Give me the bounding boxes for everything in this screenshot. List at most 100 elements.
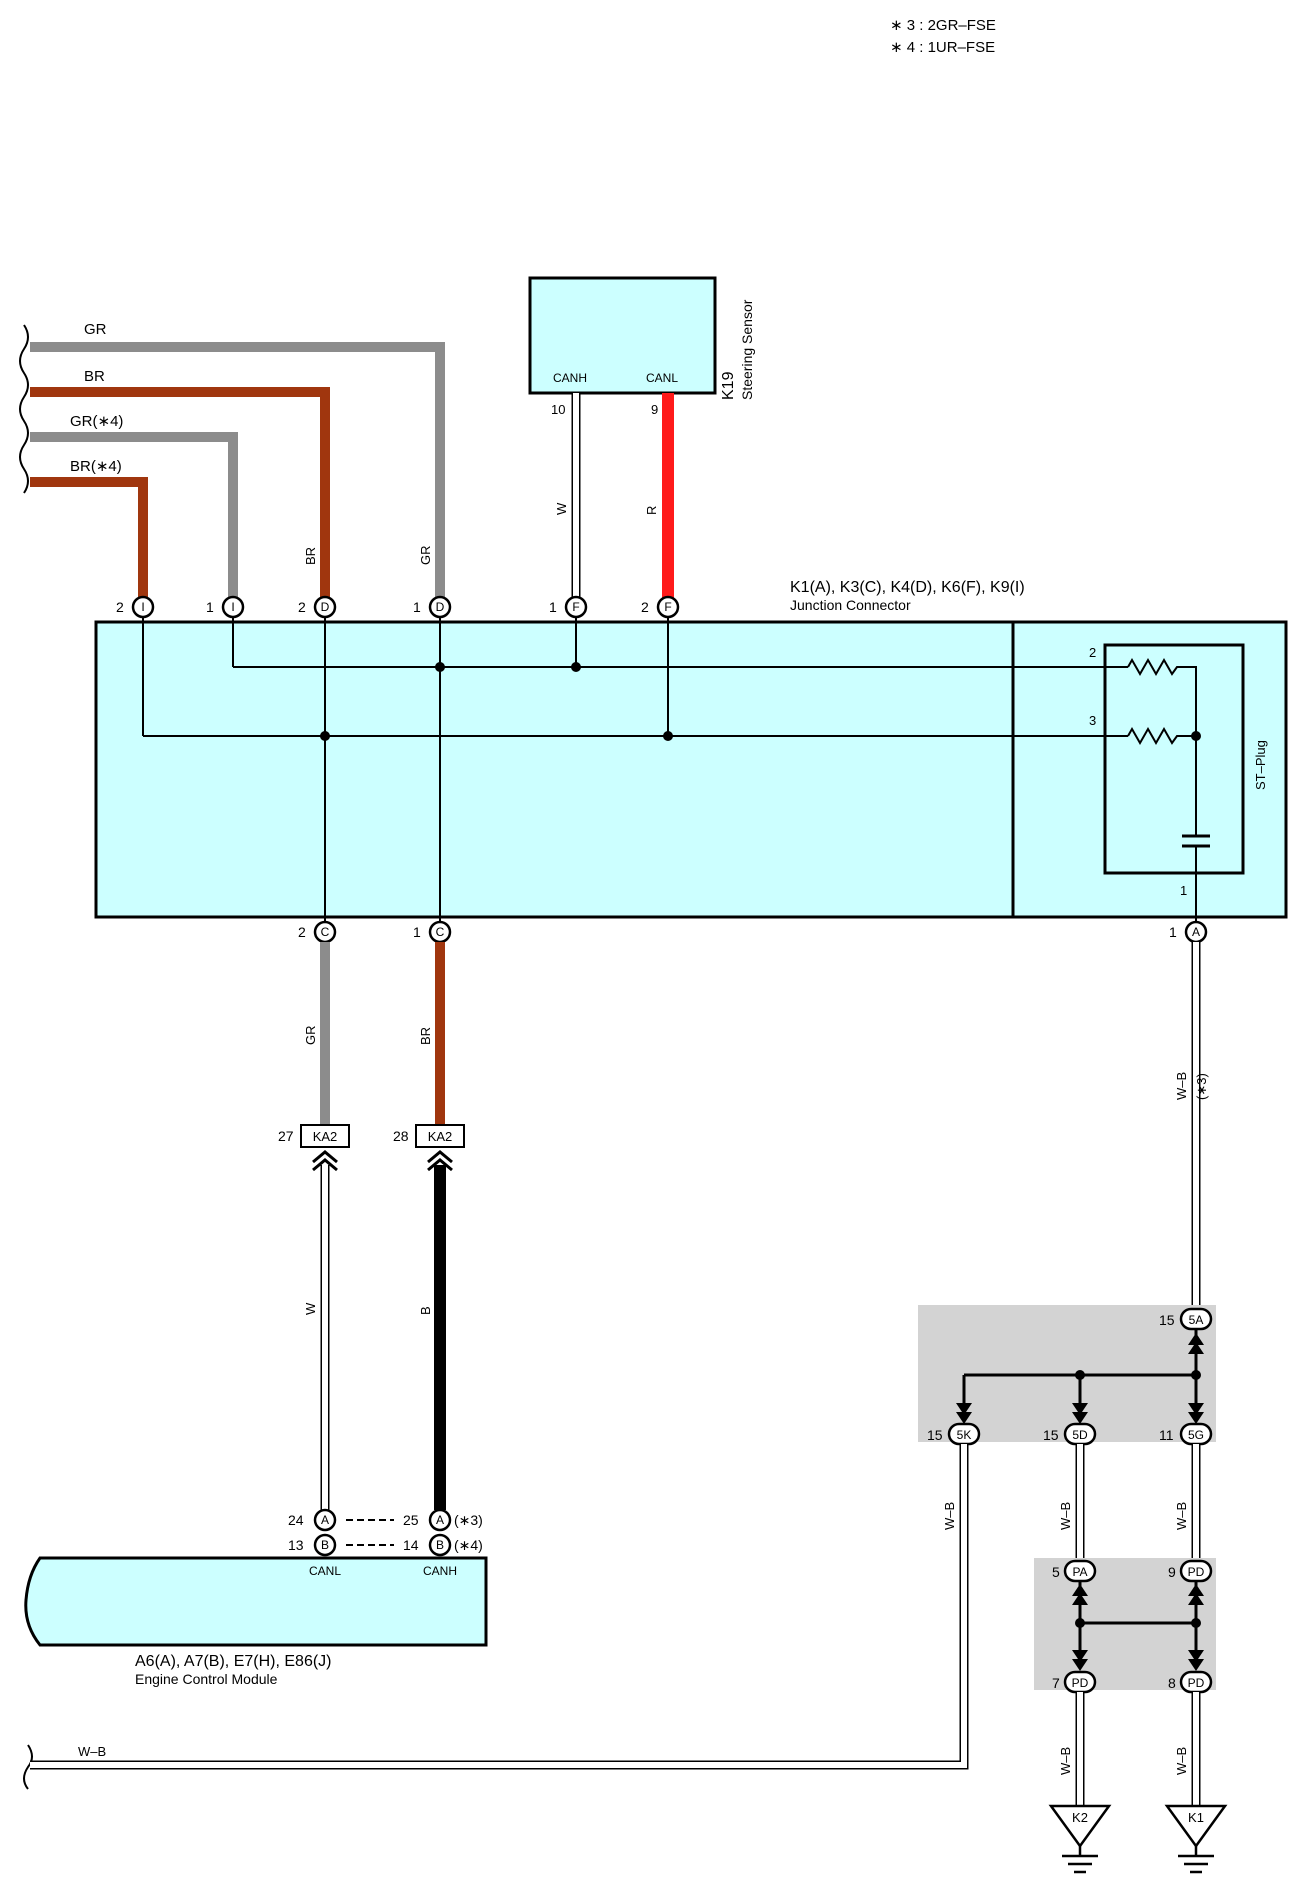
ecm-title: A6(A), A7(B), E7(H), E86(J) [135, 1653, 332, 1670]
ka2-number-28: 28 [393, 1128, 409, 1144]
splice-pd8-name: PD [1188, 1676, 1205, 1690]
left-wire-label-br4: BR(∗4) [70, 458, 122, 475]
st-plug-box [1103, 643, 1245, 875]
splice-p-dots [1075, 1618, 1201, 1628]
wire-br-4 [30, 477, 148, 607]
steering-pin-10: 10 [551, 402, 565, 417]
splice-pd8-num: 8 [1168, 1675, 1176, 1691]
ecm-pin-note-3: (∗3) [454, 1512, 483, 1528]
ground-symbol-k2 [1048, 1804, 1112, 1874]
bottom-pin-number-1: 2 [298, 924, 306, 940]
wire-wb-main-note: (∗3) [1194, 1073, 1209, 1100]
ecm-pin-note-4: (∗4) [454, 1537, 483, 1553]
bottom-pin-letter-1: C [321, 925, 330, 939]
ecm-pin-num-24: 24 [288, 1512, 304, 1528]
splice-5d-num: 15 [1043, 1427, 1059, 1443]
top-pin-number-4: 1 [413, 599, 421, 615]
splice-5g-num: 11 [1159, 1427, 1174, 1443]
ka2-name-28: KA2 [428, 1129, 453, 1144]
left-wire-label-gr4: GR(∗4) [70, 413, 123, 430]
top-pin-number-6: 2 [641, 599, 649, 615]
ecm-dashed-links [346, 1519, 394, 1546]
top-pin-letter-3: D [321, 600, 330, 614]
wire-br-lower-label: BR [418, 1027, 433, 1045]
wire-wb-k2-label: W–B [1058, 1747, 1073, 1775]
junction-connector-subtitle: Junction Connector [790, 597, 911, 613]
ecm-label-canl: CANL [309, 1564, 341, 1578]
ecm-subtitle: Engine Control Module [135, 1671, 278, 1687]
ecm-pin-letter-a-canh: A [436, 1513, 444, 1527]
st-plug-label: ST–Plug [1253, 740, 1268, 790]
wire-br-1 [30, 387, 330, 607]
top-pin-letter-5: F [572, 600, 579, 614]
wire-gr-lower-label: GR [303, 1026, 318, 1046]
top-pin-number-1: 2 [116, 599, 124, 615]
ecm-pin-circles [313, 1508, 452, 1557]
wire-wb-5k [30, 1444, 969, 1770]
junction-internal-wiring [142, 607, 1210, 932]
wire-wb-main-label: W–B [1174, 1072, 1189, 1100]
ka2-connector-27 [300, 1124, 350, 1148]
junction-connector-box [94, 620, 1288, 919]
splice-pd7-name: PD [1072, 1676, 1089, 1690]
bottom-pin-number-2: 1 [413, 924, 421, 940]
junction-top-pins [131, 595, 680, 619]
left-wire-label-gr: GR [84, 321, 107, 338]
left-wire-label-br: BR [84, 368, 105, 385]
splice-5-dots [1075, 1370, 1201, 1380]
junction-connector-title: K1(A), K3(C), K4(D), K6(F), K9(I) [790, 579, 1025, 596]
ground-symbol-k1 [1164, 1804, 1228, 1874]
splice-5a-name: 5A [1189, 1313, 1204, 1327]
ground-label-k2: K2 [1072, 1810, 1088, 1825]
steering-pin-9: 9 [651, 402, 658, 417]
bottom-pin-letter-2: C [436, 925, 445, 939]
ka2-connector-28 [415, 1124, 465, 1148]
left-wires [30, 342, 445, 607]
note-4: ∗ 4 : 1UR–FSE [890, 39, 995, 56]
wire-gr-1 [30, 342, 445, 607]
ka2-name-27: KA2 [313, 1129, 338, 1144]
steering-sensor-code: K19 [720, 371, 737, 400]
steering-sensor-name: Steering Sensor [739, 299, 755, 400]
wire-gr-4 [30, 432, 238, 607]
ecm-label-canh: CANH [423, 1564, 457, 1578]
top-pin-letter-6: F [664, 600, 671, 614]
splice-pa-num: 5 [1052, 1564, 1060, 1580]
splice-5k-num: 15 [927, 1427, 943, 1443]
ka2-chevrons [312, 1150, 453, 1172]
ecm-pin-num-13: 13 [288, 1537, 304, 1553]
splice-p-arrows [1072, 1584, 1204, 1671]
bottom-pin-letter-3: A [1192, 925, 1200, 939]
st-plug-pin-2: 2 [1089, 645, 1096, 660]
steering-wire-r-label: R [644, 506, 659, 515]
steering-sensor-pin-canl: CANL [646, 371, 678, 385]
wire-wb-5g-label: W–B [1174, 1502, 1189, 1530]
ecm-pin-num-25: 25 [403, 1512, 419, 1528]
splice-pd9-num: 9 [1168, 1564, 1176, 1580]
steering-wire-w-label: W [554, 502, 569, 515]
wire-wb-left-label: W–B [78, 1744, 106, 1759]
steering-sensor-box [528, 276, 717, 395]
wire-w-ka2-label: W [303, 1302, 318, 1315]
splice-p-pills [1063, 1559, 1213, 1694]
top-pin-number-5: 1 [549, 599, 557, 615]
steering-sensor-pin-canh: CANH [553, 371, 587, 385]
junction-bottom-pins [313, 920, 1208, 944]
splice-pa-name: PA [1072, 1565, 1087, 1579]
wire-b-ka2-label: B [418, 1306, 433, 1315]
wire-wb-5d-label: W–B [1058, 1502, 1073, 1530]
wire-wb-5k-label: W–B [942, 1502, 957, 1530]
top-pin-letter-2: I [231, 600, 234, 614]
top-pin-letter-1: I [141, 600, 144, 614]
splice-5g-name: 5G [1188, 1428, 1204, 1442]
ka2-number-27: 27 [278, 1128, 294, 1144]
top-wire-label-gr: GR [418, 546, 433, 566]
top-wire-label-br: BR [303, 547, 318, 565]
ecm-pin-letter-a-canl: A [321, 1513, 329, 1527]
top-pin-number-2: 1 [206, 599, 214, 615]
splice-5-pills [947, 1307, 1213, 1446]
ecm-pin-num-14: 14 [403, 1537, 419, 1553]
top-pin-letter-4: D [436, 600, 445, 614]
ecm-pin-letter-b-canh: B [436, 1538, 444, 1552]
